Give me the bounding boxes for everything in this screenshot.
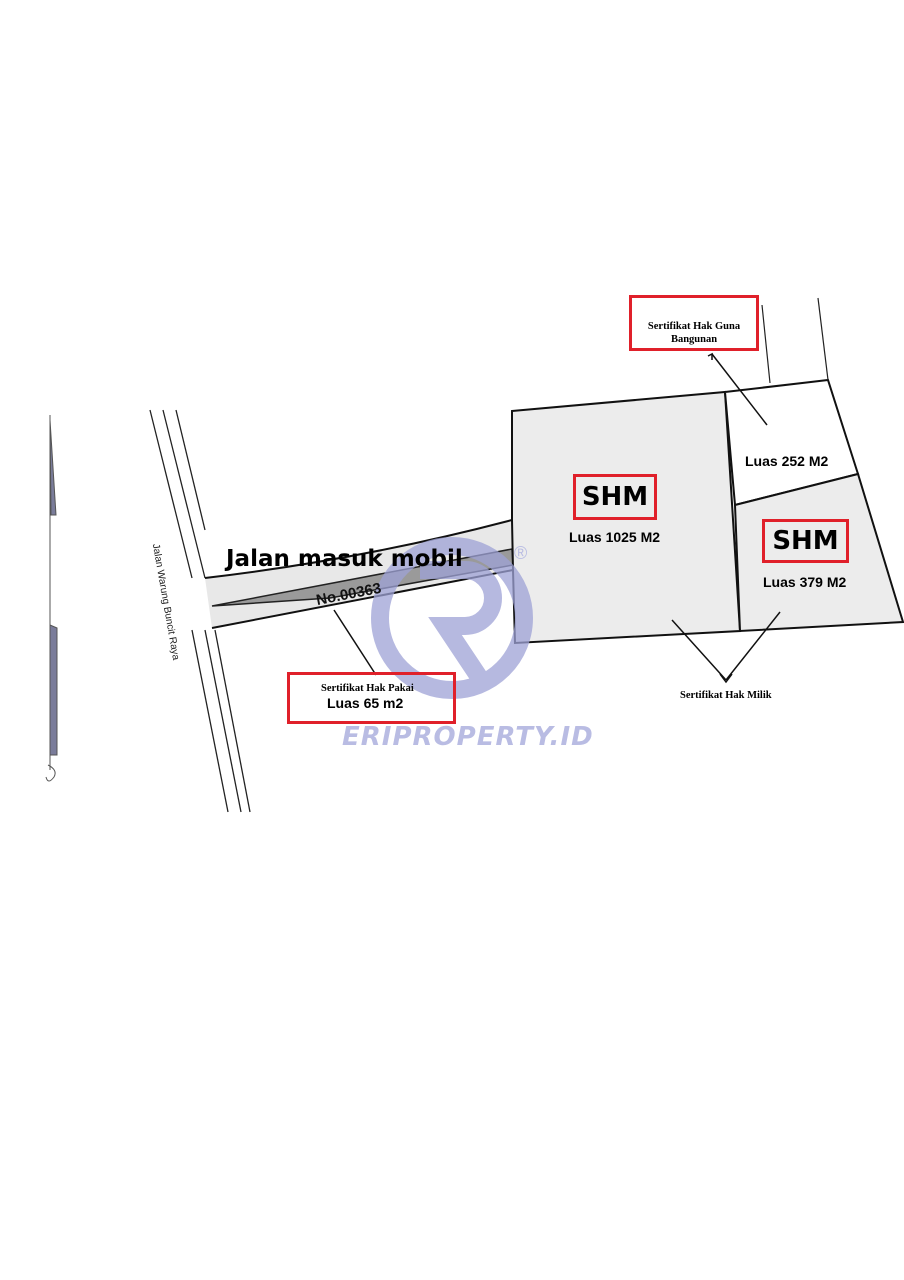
shm-badge-label: SHM	[772, 526, 839, 556]
hak-pakai-callout: Sertifikat Hak Pakai Luas 65 m2	[287, 672, 456, 724]
shm-badge-379: SHM	[762, 519, 849, 563]
area-252: Luas 252 M2	[745, 453, 829, 469]
hak-pakai-label: Sertifikat Hak Pakai	[321, 683, 414, 694]
shm-badge-1025: SHM	[573, 474, 657, 520]
boundary-line	[761, 304, 771, 384]
area-1025: Luas 1025 M2	[569, 529, 661, 545]
hak-milik-label: Sertifikat Hak Milik	[680, 690, 772, 701]
access-road-upper-edge	[204, 519, 513, 579]
watermark-text: ERIPROPERTY.ID	[342, 722, 594, 752]
access-road-label: Jalan masuk mobil	[226, 546, 463, 572]
street-lines	[149, 409, 251, 813]
hgb-line1: Sertifikat Hak Guna	[647, 321, 741, 332]
hgb-callout: Sertifikat Hak Guna Bangunan	[629, 295, 759, 351]
boundary-line	[817, 297, 829, 381]
area-379: Luas 379 M2	[763, 574, 847, 590]
watermark-logo	[371, 537, 533, 699]
hak-pakai-area: Luas 65 m2	[327, 695, 404, 711]
registered-mark: ®	[514, 543, 528, 563]
parcel-379	[733, 472, 904, 633]
leader-lines	[333, 352, 781, 684]
scan-edge-artifact	[45, 415, 58, 782]
shm-badge-label: SHM	[581, 482, 649, 512]
hgb-line2: Bangunan	[670, 334, 718, 345]
